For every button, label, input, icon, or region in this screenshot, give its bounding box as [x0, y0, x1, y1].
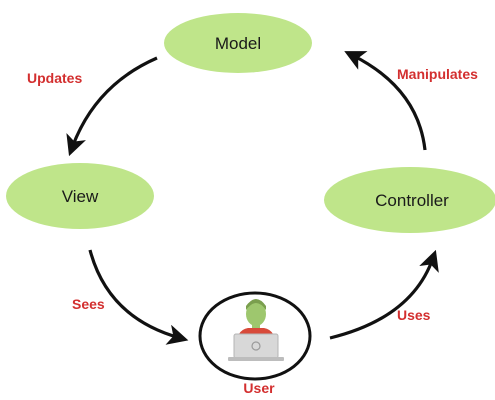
controller-label: Controller: [375, 191, 449, 210]
arrow-controller-to-model: [344, 51, 427, 151]
arrow-model-to-view: [66, 56, 158, 157]
view-label: View: [62, 187, 99, 206]
controller-node: Controller: [324, 167, 495, 233]
edge-label-uses: Uses: [397, 307, 431, 323]
edge-label-manipulates: Manipulates: [397, 66, 478, 82]
arrow-view-to-user: [88, 249, 189, 345]
arrow-user-to-controller: [329, 249, 439, 340]
view-node: View: [6, 163, 154, 229]
edge-label-updates: Updates: [27, 70, 82, 86]
user-node: [198, 291, 312, 381]
edge-label-sees: Sees: [72, 296, 105, 312]
model-label: Model: [215, 34, 261, 53]
user-label: User: [243, 380, 275, 396]
user-at-laptop-icon: [228, 299, 284, 361]
model-node: Model: [164, 13, 312, 73]
